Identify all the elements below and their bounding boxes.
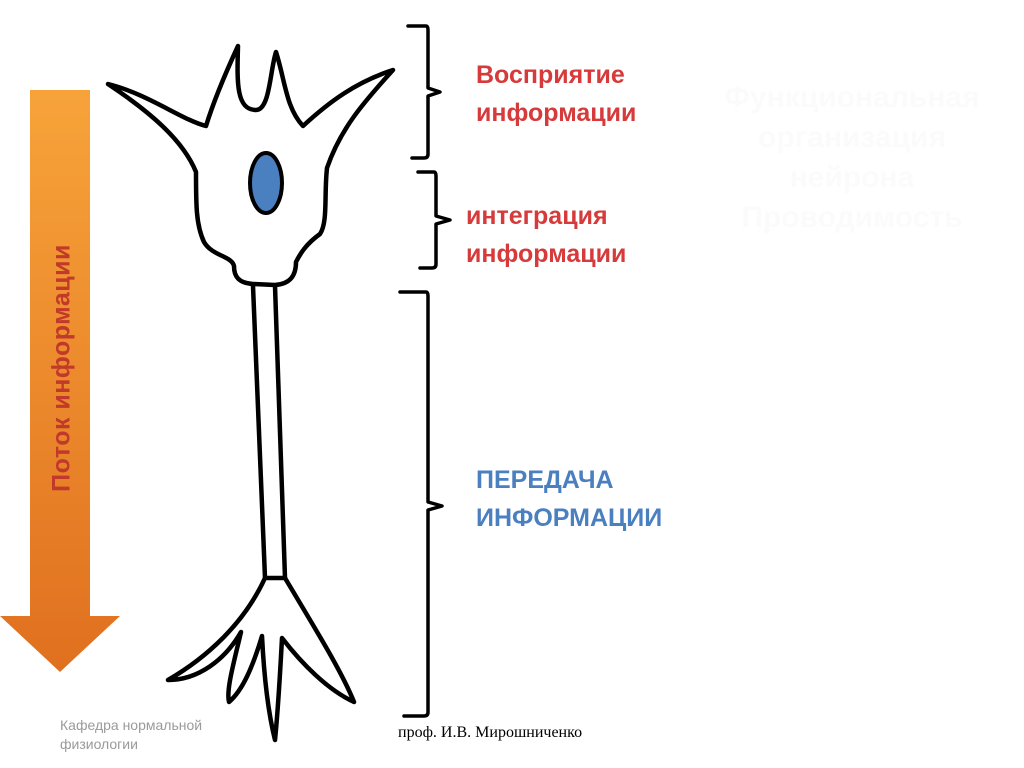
faint-title-line-3: нейрона	[789, 161, 915, 194]
footer-department-line-2: физиологии	[60, 736, 138, 752]
neuron-axon-terminals	[165, 575, 357, 743]
stage-transmission-line-2: ИНФОРМАЦИИ	[476, 504, 663, 532]
stage-transmission-line-1: ПЕРЕДАЧА	[476, 466, 614, 494]
neuron-nucleus	[248, 151, 284, 215]
faint-background-title: Функциональная организация нейрона Прово…	[692, 78, 1012, 238]
neuron-soma-dendrites	[105, 43, 396, 288]
stage-perception-line-2: информации	[476, 99, 637, 127]
faint-title-line-1: Функциональная	[724, 81, 980, 114]
stage-transmission: ПЕРЕДАЧА ИНФОРМАЦИИ	[476, 461, 662, 537]
neuron-axon	[250, 283, 288, 581]
brace-perception	[406, 24, 442, 160]
faint-title-line-4: Проводимость	[741, 201, 963, 234]
brace-integration	[416, 170, 452, 270]
stage-integration: интеграция информации	[466, 197, 626, 273]
flow-label: Поток информации	[47, 244, 76, 492]
brace-transmission	[398, 290, 444, 718]
footer-author: проф. И.В. Мирошниченко	[398, 724, 583, 741]
stage-perception: Восприятие информации	[476, 56, 636, 132]
footer-department-line-1: Кафедра нормальной	[60, 717, 203, 733]
stage-integration-line-1: интеграция	[466, 202, 608, 230]
faint-title-line-2: организация	[758, 121, 946, 154]
footer-department: Кафедра нормальной физиологии	[60, 716, 202, 754]
stage-perception-line-1: Восприятие	[476, 61, 625, 89]
flow-arrow	[0, 90, 120, 672]
stage-integration-line-2: информации	[466, 240, 627, 268]
